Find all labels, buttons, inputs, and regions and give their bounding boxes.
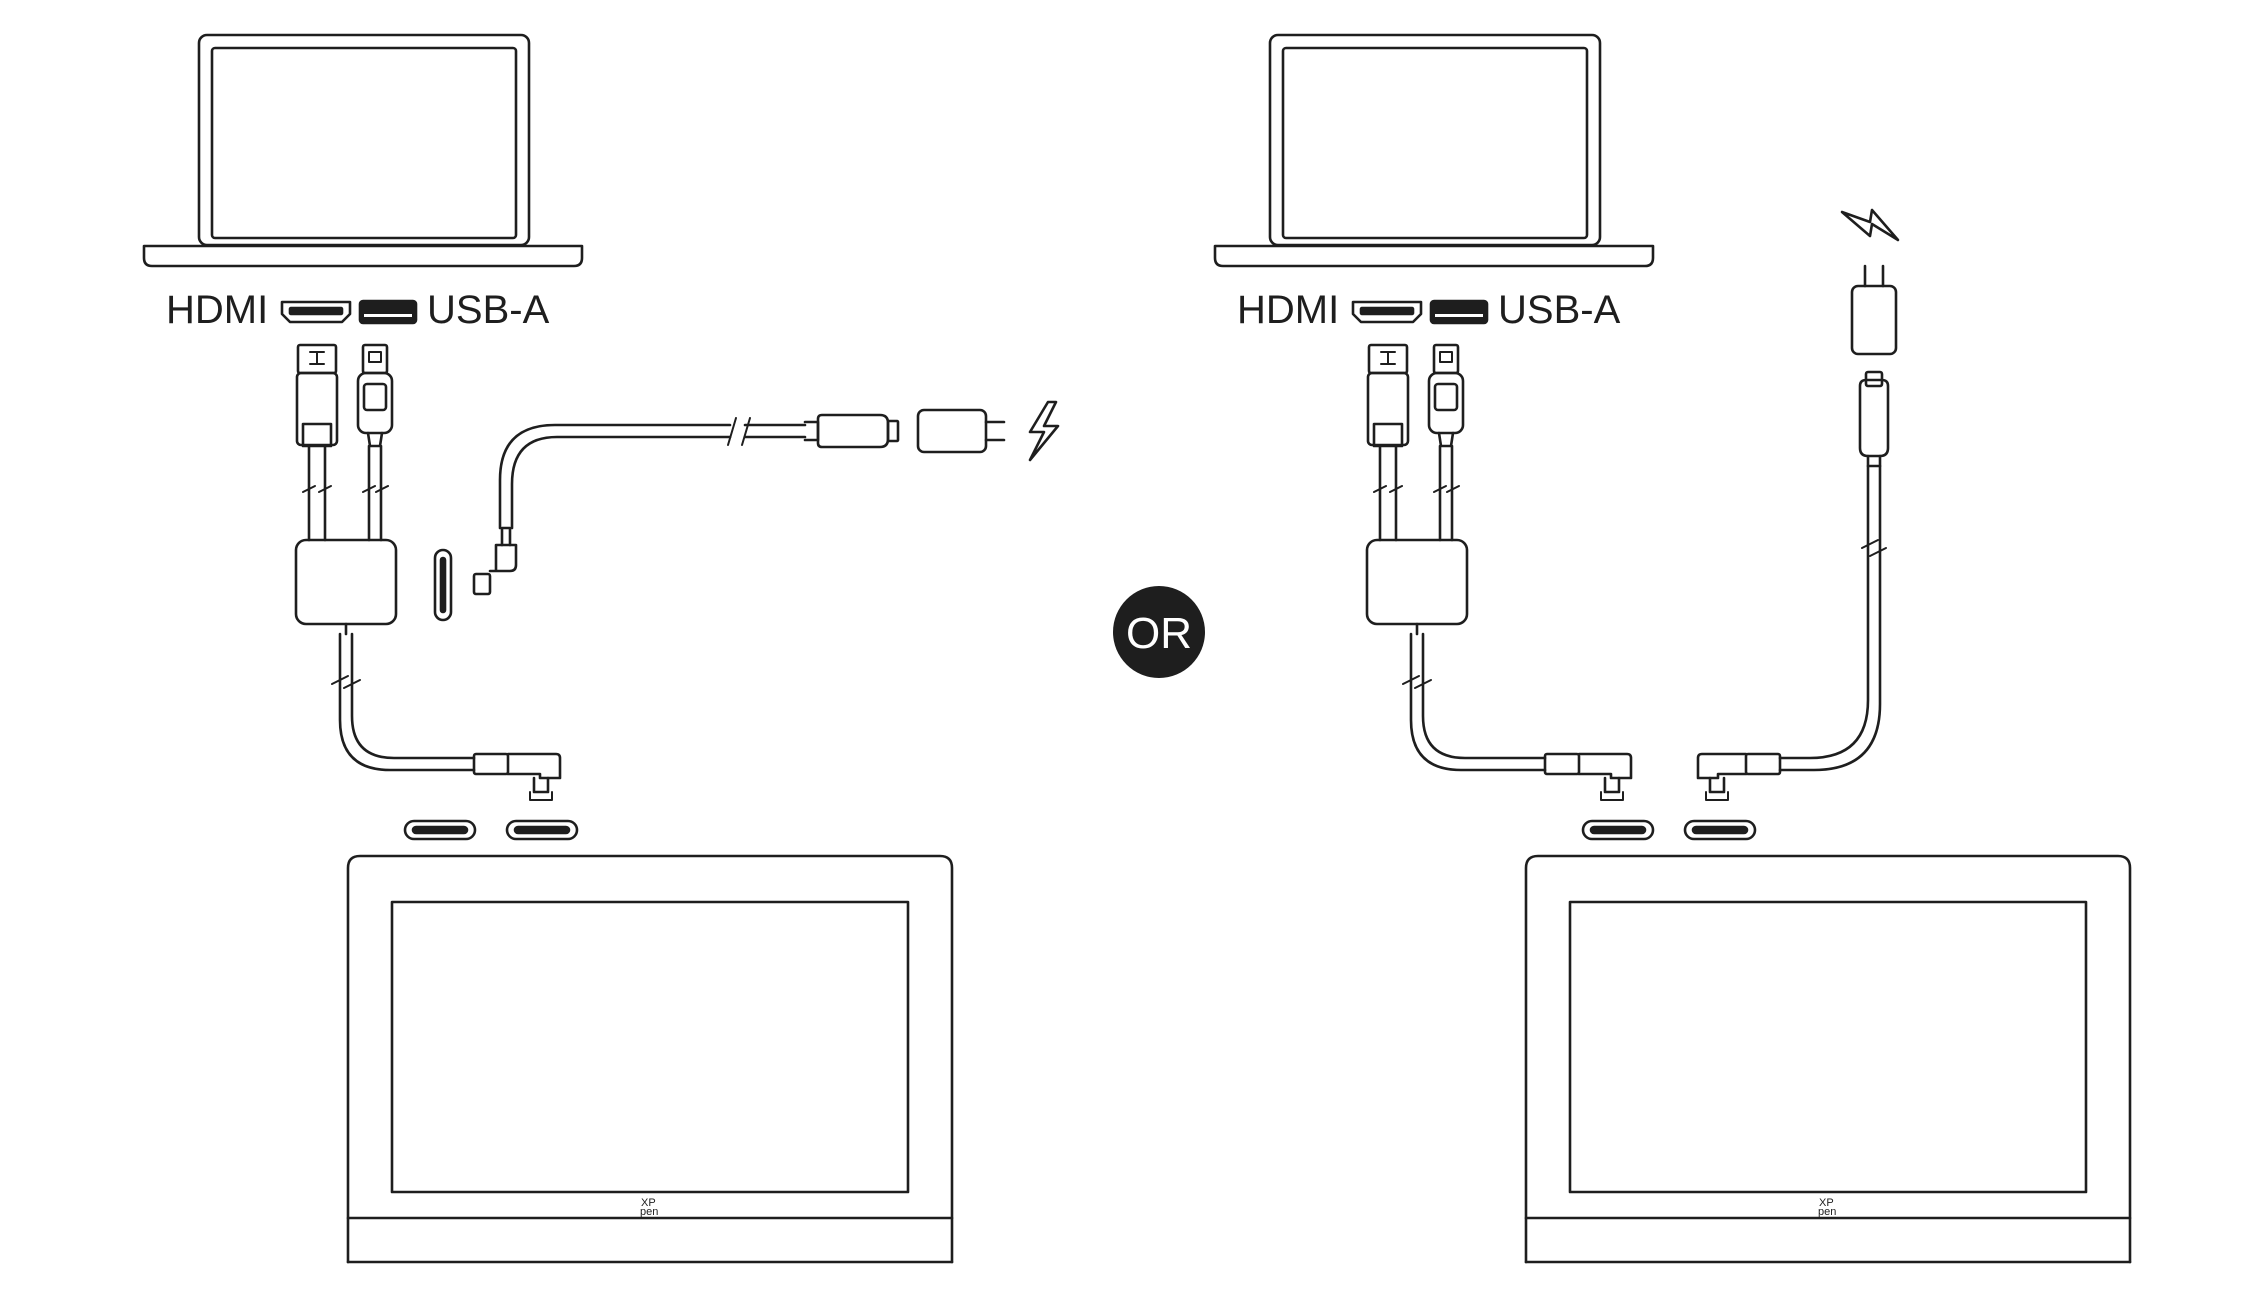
usb-c-power-cable <box>472 413 900 596</box>
pen-display-icon: XP pen <box>346 854 954 1264</box>
usb-c-port-icon <box>433 548 453 622</box>
or-badge: OR <box>1113 586 1205 678</box>
laptop-icon <box>142 33 584 268</box>
usb-c-display-cable <box>331 622 562 801</box>
usb-a-port-icon <box>358 299 418 325</box>
adapter-box <box>1365 538 1469 626</box>
tablet-ports <box>403 819 579 841</box>
hdmi-plug-icon <box>1366 343 1410 542</box>
hdmi-plug-icon <box>295 343 339 542</box>
hdmi-port-icon <box>1351 300 1423 324</box>
hdmi-port-icon <box>280 300 352 324</box>
lightning-icon <box>1028 400 1060 462</box>
setup-right: HDMI USB-A <box>1213 33 2132 1264</box>
or-label: OR <box>1126 609 1192 658</box>
logo-top: XP <box>641 1197 656 1209</box>
hdmi-label: HDMI <box>1237 288 1339 332</box>
pen-display-icon: XP pen <box>1524 854 2132 1264</box>
laptop-icon <box>1213 33 1655 268</box>
usb-a-label: USB-A <box>1498 288 1621 332</box>
logo-bottom: pen <box>1818 1206 1836 1218</box>
usb-a-plug-icon <box>356 343 394 542</box>
tablet-ports <box>1581 819 1757 841</box>
lightning-icon <box>1840 208 1900 242</box>
logo-bottom: pen <box>640 1206 658 1218</box>
adapter-box <box>294 538 398 626</box>
usb-a-plug-icon <box>1427 343 1465 542</box>
power-adapter-icon <box>1850 264 1898 356</box>
usb-a-port-icon <box>1429 299 1489 325</box>
power-adapter-icon <box>916 408 1006 454</box>
usb-c-power-cable <box>1696 370 1890 801</box>
usb-c-display-cable <box>1402 622 1633 801</box>
logo-top: XP <box>1819 1197 1834 1209</box>
usb-a-label: USB-A <box>427 288 550 332</box>
hdmi-label: HDMI <box>166 288 268 332</box>
setup-left: HDMI USB-A <box>142 33 1060 1264</box>
